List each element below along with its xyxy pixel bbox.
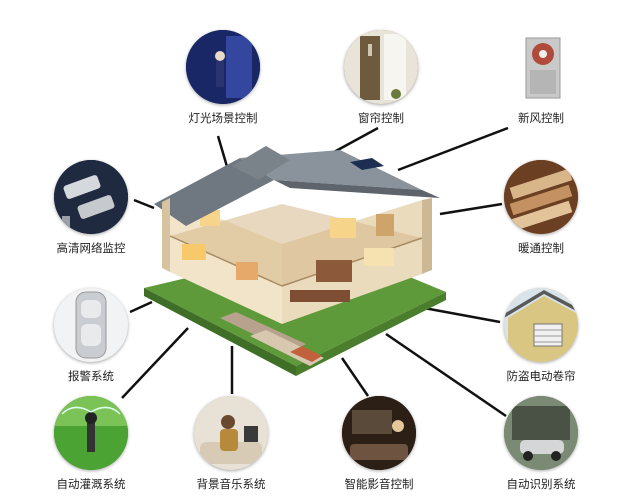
sprinkler-lawn-icon bbox=[54, 396, 128, 470]
node-label: 报警系统 bbox=[68, 369, 114, 383]
node-alarm[interactable]: 报警系统 bbox=[46, 288, 136, 383]
node-music[interactable]: 背景音乐系统 bbox=[186, 396, 276, 491]
motion-sensor-icon bbox=[54, 288, 128, 362]
figure-in-dark-room-icon bbox=[186, 30, 260, 104]
node-label: 智能影音控制 bbox=[344, 477, 414, 491]
node-label: 自动灌溉系统 bbox=[56, 477, 126, 491]
node-recognition[interactable]: 自动识别系统 bbox=[496, 396, 586, 491]
connector-alarm bbox=[129, 300, 153, 314]
node-shutter[interactable]: 防盗电动卷帘 bbox=[496, 288, 586, 383]
node-cctv[interactable]: 高清网络监控 bbox=[46, 160, 136, 255]
heating-radiator-icon bbox=[504, 160, 578, 234]
cutaway-house-illustration bbox=[144, 146, 446, 376]
connector-shutter bbox=[423, 306, 501, 324]
node-fresh-air[interactable]: 新风控制 bbox=[496, 30, 586, 125]
connector-lighting bbox=[216, 135, 230, 171]
node-label: 高清网络监控 bbox=[56, 241, 126, 255]
node-label: 自动识别系统 bbox=[506, 477, 576, 491]
security-camera-icon bbox=[54, 160, 128, 234]
node-label: 新风控制 bbox=[518, 111, 564, 125]
connector-curtain bbox=[333, 126, 379, 154]
connector-fresh-air bbox=[397, 126, 509, 172]
air-unit-icon bbox=[504, 30, 578, 104]
node-curtain[interactable]: 窗帘控制 bbox=[336, 30, 426, 125]
node-av[interactable]: 智能影音控制 bbox=[334, 396, 424, 491]
node-label: 背景音乐系统 bbox=[196, 477, 266, 491]
garage-car-icon bbox=[504, 396, 578, 470]
curtain-window-icon bbox=[344, 30, 418, 104]
connector-irrigation bbox=[121, 327, 189, 399]
house-shutter-icon bbox=[504, 288, 578, 362]
node-hvac[interactable]: 暖通控制 bbox=[496, 160, 586, 255]
node-label: 暖通控制 bbox=[518, 241, 564, 255]
connector-cctv bbox=[133, 198, 155, 210]
node-label: 防盗电动卷帘 bbox=[506, 369, 576, 383]
connector-hvac bbox=[439, 202, 503, 216]
node-label: 灯光场景控制 bbox=[188, 111, 258, 125]
home-theater-icon bbox=[342, 396, 416, 470]
connector-recognition bbox=[385, 332, 507, 418]
node-label: 窗帘控制 bbox=[358, 111, 404, 125]
connector-av bbox=[340, 357, 370, 397]
node-irrigation[interactable]: 自动灌溉系统 bbox=[46, 396, 136, 491]
woman-listening-music-icon bbox=[194, 396, 268, 470]
node-lighting[interactable]: 灯光场景控制 bbox=[178, 30, 268, 125]
